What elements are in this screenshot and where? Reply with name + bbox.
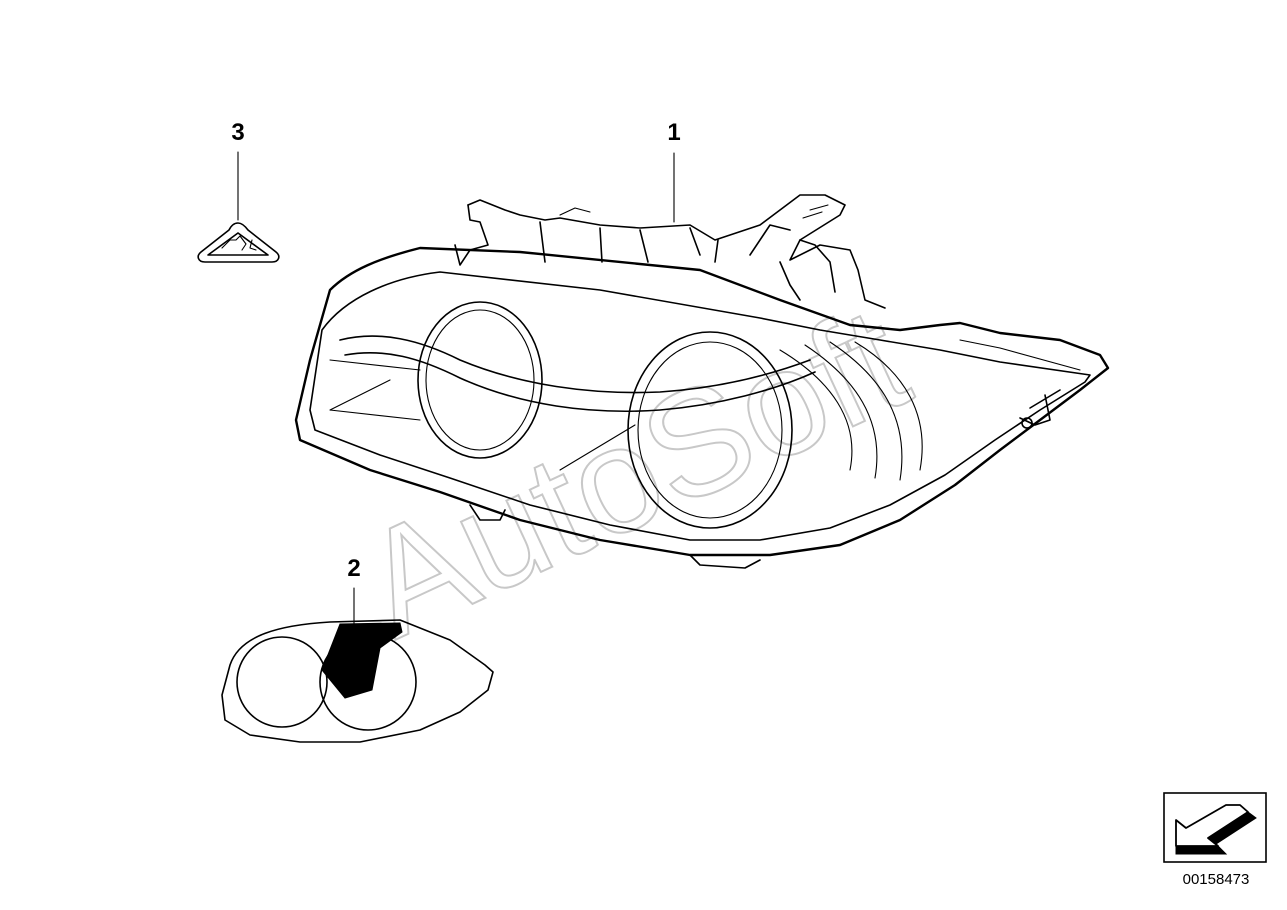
headlight-lens-cover[interactable] bbox=[221, 619, 494, 743]
callout-1-label: 1 bbox=[667, 119, 680, 146]
direction-box bbox=[1163, 792, 1267, 863]
callout-3-label: 3 bbox=[231, 119, 244, 146]
headlight-assembly[interactable] bbox=[294, 194, 1110, 569]
callout-3: 3 bbox=[231, 119, 245, 221]
callout-1: 1 bbox=[667, 119, 681, 223]
callout-2: 2 bbox=[347, 555, 361, 671]
warning-triangle-icon[interactable] bbox=[197, 222, 280, 263]
direction-arrow-icon bbox=[1175, 804, 1257, 855]
callout-2-label: 2 bbox=[347, 555, 360, 582]
catalog-number: 00158473 bbox=[1183, 871, 1250, 888]
